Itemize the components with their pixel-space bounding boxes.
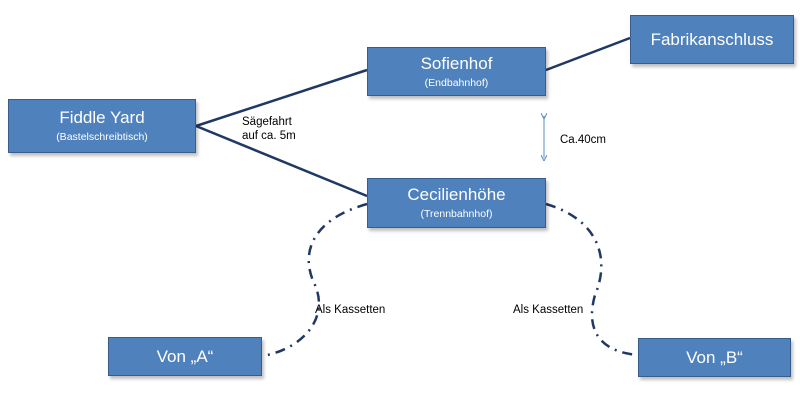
track-fiddleyard-cecilienhoehe	[195, 124, 368, 198]
node-von-b: Von „B“	[638, 338, 791, 377]
node-cecilienhoehe: Cecilienhöhe (Trennbahnhof)	[367, 178, 546, 228]
label-kassetten-right: Als Kassetten	[513, 304, 584, 316]
node-title: Von „B“	[686, 347, 743, 367]
label-height-difference: Ca.40cm	[560, 134, 607, 146]
node-title: Sofienhof	[420, 53, 493, 73]
node-fiddle-yard: Fiddle Yard (Bastelschreibtisch)	[8, 99, 196, 153]
node-title: Fabrikanschluss	[650, 29, 774, 49]
node-title: Von „A“	[156, 346, 214, 366]
label-kassetten-left: Als Kassetten	[315, 304, 386, 316]
label-saegefahrt: Sägefahrt auf ca. 5m	[242, 115, 296, 143]
cassette-link-right	[545, 202, 639, 357]
node-title: Fiddle Yard	[59, 108, 145, 127]
label-saegefahrt-line1: Sägefahrt	[242, 116, 292, 128]
node-sofienhof: Sofienhof (Endbahnhof)	[367, 47, 546, 96]
node-von-a: Von „A“	[108, 337, 262, 376]
cassette-link-left	[261, 202, 368, 358]
track-sofienhof-fabrikanschluss	[545, 36, 631, 72]
node-subtitle: (Endbahnhof)	[424, 76, 489, 89]
node-fabrikanschluss: Fabrikanschluss	[630, 15, 794, 64]
label-saegefahrt-line2: auf ca. 5m	[242, 130, 296, 142]
node-subtitle: (Trennbahnhof)	[420, 208, 493, 220]
track-fiddleyard-sofienhof	[195, 68, 368, 128]
node-title: Cecilienhöhe	[407, 185, 506, 204]
node-subtitle: (Bastelschreibtisch)	[56, 131, 148, 143]
